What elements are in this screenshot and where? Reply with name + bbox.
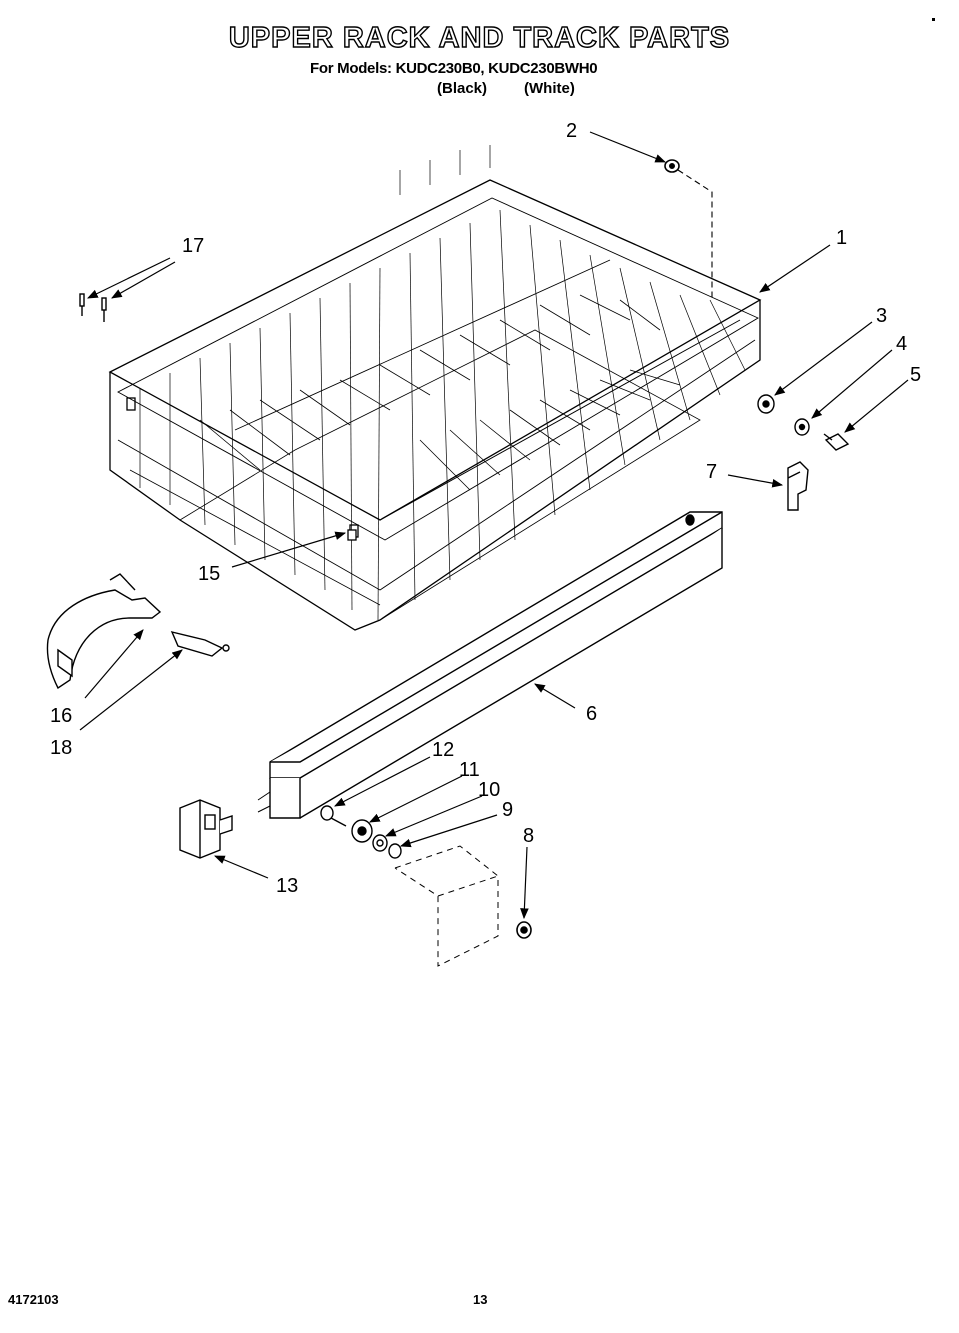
callout-16: 16 — [50, 705, 72, 727]
callout-9: 9 — [502, 799, 513, 821]
callout-12: 12 — [432, 739, 454, 761]
page-number: 13 — [473, 1292, 488, 1307]
corner-mark — [932, 18, 935, 21]
part-7-nut — [516, 921, 532, 939]
callout-17: 17 — [182, 235, 204, 257]
callout-13: 13 — [276, 875, 298, 897]
leader-lines — [79, 131, 909, 920]
part-5-screw — [823, 433, 850, 451]
part-10-washer — [372, 834, 388, 852]
callout-4: 4 — [896, 333, 907, 355]
callout-8: 7 — [706, 461, 717, 483]
callout-18: 18 — [50, 737, 72, 759]
callout-labels: 2 1 3 4 5 7 17 15 16 18 6 12 11 10 9 8 1… — [50, 120, 921, 897]
part-17-pins — [79, 293, 107, 322]
callout-7: 8 — [523, 825, 534, 847]
part-4-bushing — [794, 418, 810, 436]
callout-5: 5 — [910, 364, 921, 386]
callout-10: 10 — [478, 779, 500, 801]
part-13-end-cap — [179, 799, 233, 859]
callout-6: 6 — [586, 703, 597, 725]
callout-2: 2 — [566, 120, 577, 142]
variant-black: (Black) — [437, 80, 488, 97]
callout-3: 3 — [876, 305, 887, 327]
callout-1: 1 — [836, 227, 847, 249]
part-11-wheel — [351, 819, 373, 843]
page-title: UPPER RACK AND TRACK PARTS — [228, 21, 731, 54]
callout-11: 11 — [459, 759, 480, 781]
part-9-ring — [388, 843, 402, 859]
part-15-stop — [347, 529, 357, 541]
part-3-roller — [757, 394, 775, 414]
variant-white: (White) — [524, 80, 575, 97]
part-8-clip — [787, 461, 809, 511]
upper-rack — [108, 145, 762, 631]
part-18-clip — [170, 630, 230, 657]
models-line: For Models: KUDC230B0, KUDC230BWH0 — [310, 60, 598, 77]
document-number: 4172103 — [8, 1292, 59, 1307]
callout-15: 15 — [198, 563, 220, 585]
part-12-axle — [320, 805, 347, 827]
part-6-track — [257, 511, 723, 819]
dashed-bracket — [394, 845, 499, 967]
part-2-nut — [664, 159, 713, 300]
part-16-rack-adjuster — [46, 573, 162, 690]
